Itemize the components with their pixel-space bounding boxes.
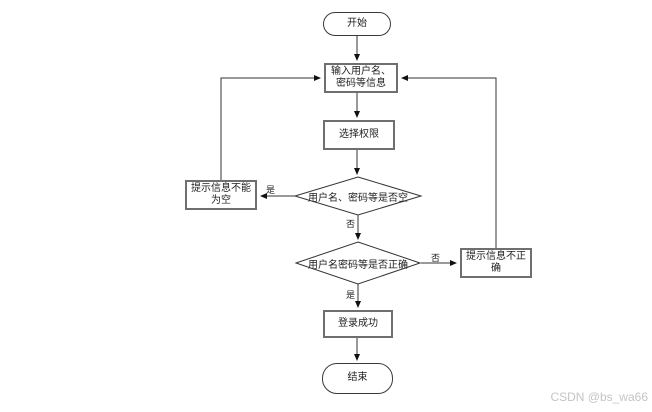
incorrect-hint-node: 提示信息不正 确 <box>460 248 532 278</box>
decision-empty-shape <box>293 176 423 216</box>
input-info-node: 输入用户名、 密码等信息 <box>324 63 398 93</box>
empty-hint-node: 提示信息不能 为空 <box>185 180 257 210</box>
start-node: 开始 <box>323 12 391 36</box>
edge-incorrect-hint-back-to-input <box>401 75 497 248</box>
decision-empty-label: 用户名、密码等是否空 <box>308 192 408 204</box>
edge-empty-hint-back-to-input <box>220 75 321 180</box>
login-success-node: 登录成功 <box>323 310 393 338</box>
end-node: 结束 <box>322 363 393 394</box>
edge-label-correct-no: 否 <box>431 253 441 263</box>
decision-correct-shape <box>294 241 422 285</box>
select-permission-node: 选择权限 <box>323 120 395 150</box>
csdn-watermark: CSDN @bs_wa66 <box>550 390 648 404</box>
decision-correct-label: 用户名密码等是否正确 <box>308 259 408 271</box>
edge-label-empty-yes: 是 <box>266 185 276 195</box>
edge-label-empty-no: 否 <box>346 219 356 229</box>
edge-label-correct-yes: 是 <box>346 290 356 300</box>
